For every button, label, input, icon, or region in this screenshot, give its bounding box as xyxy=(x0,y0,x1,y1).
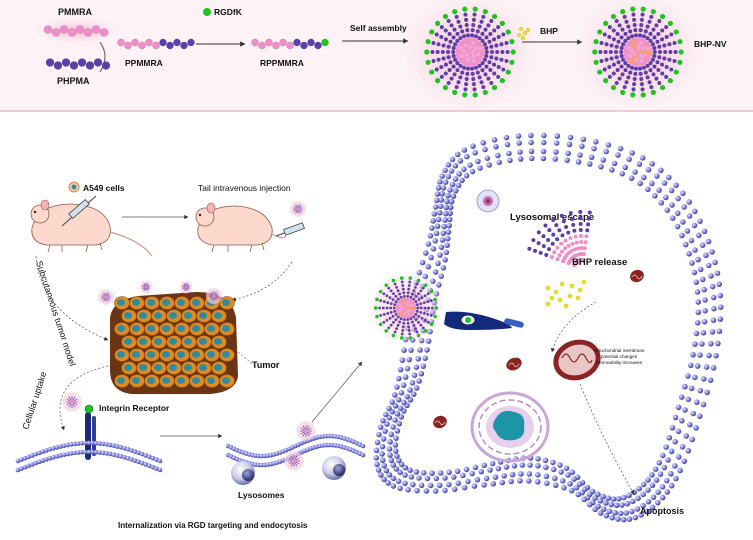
cell-membrane-icon xyxy=(15,440,163,473)
mitochondrion-icon-small-3 xyxy=(433,415,447,429)
mito-text-2: potential changes xyxy=(601,354,638,359)
bhp-nv-nanoparticle-icon xyxy=(574,0,702,110)
label-cellular-uptake: Cellular uptake xyxy=(20,370,48,430)
bhp-drug-dots-released xyxy=(545,279,587,309)
label-lysosomes: Lysosomes xyxy=(238,490,285,500)
rgdfk-dot xyxy=(203,8,211,16)
mito-text-1: Mitochondrial membrane xyxy=(594,348,645,353)
label-rppmmra: RPPMMRA xyxy=(260,58,304,68)
pmmra-chain xyxy=(43,25,109,37)
label-integrin: Integrin Receptor xyxy=(99,403,170,413)
cell-double-membrane xyxy=(373,132,724,523)
integrin-receptor-icon xyxy=(84,404,96,460)
bracket xyxy=(99,41,106,73)
label-apoptosis: Apoptosis xyxy=(640,506,684,516)
mitochondrion-icon-small-2 xyxy=(506,357,522,371)
nanoparticle-icon-mini xyxy=(62,392,82,412)
nanoparticle-icon-mini xyxy=(139,280,153,294)
label-tail-injection: Tail intravenous injection xyxy=(198,183,291,193)
lysosome-icon-1 xyxy=(231,461,255,485)
label-internalization: Internalization via RGD targeting and en… xyxy=(118,521,308,530)
mitochondrion-icon-large xyxy=(553,339,601,381)
bhp-drug-dots xyxy=(517,27,530,40)
label-lysosomal-escape: Lysosomal escape xyxy=(510,212,594,223)
syringe-icon-right xyxy=(275,222,305,237)
label-ppmmra: PPMMRA xyxy=(125,58,163,68)
mouse-icon-right xyxy=(195,202,287,253)
mitochondrion-icon-small-1 xyxy=(630,269,644,283)
label-self-assembly: Self assembly xyxy=(350,23,407,33)
mito-text-3: Permeability increases xyxy=(596,360,643,365)
label-bhp-release: BHP release xyxy=(572,257,627,268)
receptor-complex-icon xyxy=(444,311,524,330)
nanoparticle-icon-mini xyxy=(290,201,306,217)
endosome-vesicle-icon xyxy=(476,189,500,213)
label-phpma: PHPMA xyxy=(57,76,90,86)
mouse-icon-left xyxy=(30,199,153,257)
arrow-cellular-uptake xyxy=(59,365,109,431)
rppmmra-chain xyxy=(251,38,329,50)
label-a549: A549 cells xyxy=(83,183,125,193)
endocytosis-membrane xyxy=(225,433,366,468)
nanoparticle-icon-mini xyxy=(206,288,222,304)
a549-cell-icon xyxy=(68,181,80,193)
arrow-curve-to-tumor xyxy=(231,261,293,302)
nanoparticle-icon-mini xyxy=(179,280,193,294)
released-polymer-chains xyxy=(527,210,592,268)
arrow-to-tumor-label xyxy=(237,351,253,365)
nanoparticle-icon-mini xyxy=(296,421,316,441)
label-pmmra: PMMRA xyxy=(58,7,92,17)
syringe-icon-left xyxy=(61,195,97,227)
label-bhp-nv: BHP-NV xyxy=(694,39,727,49)
arrow-to-apoptosis xyxy=(579,383,635,495)
nanoparticle-icon-mini xyxy=(284,451,304,471)
label-tumor: Tumor xyxy=(252,360,280,370)
ppmmra-chain xyxy=(117,38,195,50)
nucleus-icon xyxy=(470,391,550,463)
lysosome-icon-2 xyxy=(322,456,346,480)
micelle-nanoparticle-icon xyxy=(402,0,538,110)
label-subcutaneous: Subcutaneous tumor model xyxy=(34,260,78,368)
arrow-subcutaneous xyxy=(35,255,109,341)
phpma-chain xyxy=(45,58,111,70)
label-rgdfk: RGDfK xyxy=(214,7,243,17)
arrow-to-cell xyxy=(311,361,363,423)
tumor-icon xyxy=(110,292,238,394)
large-nanoparticle-icon xyxy=(366,268,446,348)
nanoparticle-icon-mini xyxy=(98,289,114,305)
arrow-to-mitochondrion xyxy=(550,301,597,353)
label-bhp: BHP xyxy=(540,26,558,36)
